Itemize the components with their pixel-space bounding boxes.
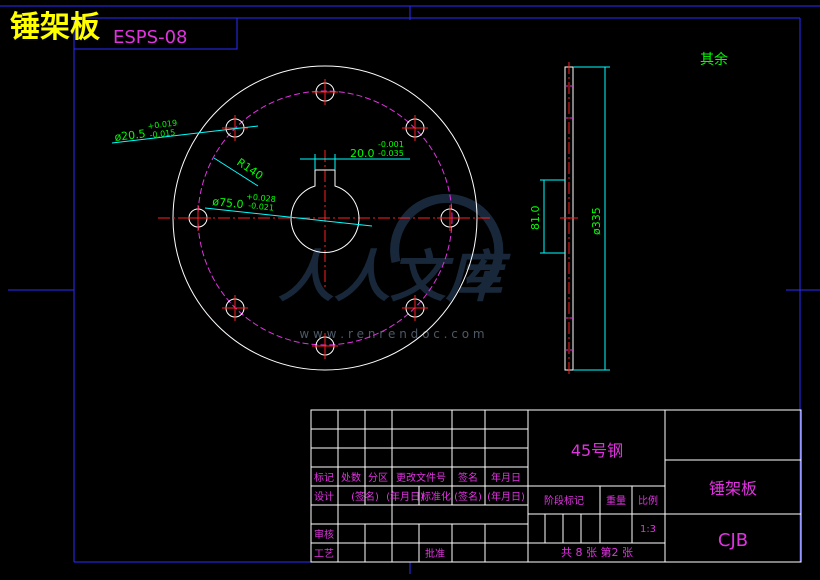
side-view: [560, 62, 578, 375]
title-block: [310, 409, 802, 563]
front-view-dimensions: [111, 125, 410, 227]
label-date: 年月日: [491, 471, 521, 484]
pitch-radius-label: R140: [234, 156, 265, 183]
material: 45号钢: [571, 441, 623, 460]
drawing-code: ESPS-08: [113, 27, 187, 48]
label-process: 工艺: [314, 548, 334, 560]
bore-tol-lower: -0.021: [248, 201, 275, 213]
hole-diameter-label: ø20.5: [114, 127, 147, 144]
label-mark: 标记: [314, 472, 334, 484]
watermark-url: w w w . r e n r e n d o c . c o m: [299, 327, 484, 341]
label-count: 处数: [341, 471, 361, 484]
label-standardization: 标准化: [421, 490, 451, 503]
scale-value: 1:3: [640, 524, 656, 535]
label-signature: 签名: [458, 471, 478, 484]
label-approve: 批准: [425, 547, 445, 560]
label-design-date: (年月日): [386, 490, 424, 503]
hub-height-label: 81.0: [529, 206, 542, 231]
sheet-count: 共 8 张 第2 张: [561, 545, 633, 559]
label-std-sign: (签名): [454, 490, 482, 503]
label-stage-mark: 阶段标记: [544, 494, 584, 507]
page-title: 锤架板: [10, 10, 100, 45]
side-hidden-holes: [565, 85, 573, 351]
label-scale: 比例: [638, 494, 658, 507]
label-weight: 重量: [606, 494, 626, 507]
label-zone: 分区: [368, 472, 388, 484]
outer-diameter-label: ø335: [590, 207, 603, 235]
center-bore-with-keyway: [290, 169, 360, 253]
bolt-holes: [188, 82, 460, 356]
label-review: 审核: [314, 528, 334, 541]
front-view: [158, 65, 492, 371]
side-view-dimensions: [540, 66, 610, 371]
keyway-tol-lower: -0.035: [378, 149, 404, 158]
bore-tol-upper: +0.028: [246, 192, 276, 204]
surface-note: 其余: [700, 51, 728, 68]
label-design: 设计: [314, 490, 334, 503]
keyway-width-label: 20.0: [350, 147, 375, 160]
hole-diameter-tol-lower: -0.015: [149, 128, 176, 140]
hole-diameter-tol-upper: +0.019: [147, 118, 177, 131]
label-change-doc: 更改文件号: [396, 471, 446, 484]
part-name: 锤架板: [709, 479, 757, 498]
label-std-date: (年月日): [487, 490, 525, 503]
part-code: CJB: [718, 530, 748, 551]
bore-diameter-label: ø75.0: [212, 195, 244, 211]
keyway-tol-upper: -0.001: [378, 140, 404, 149]
label-design-sign: (签名): [351, 490, 379, 503]
watermark-logo-text: 人人文库: [278, 245, 511, 310]
